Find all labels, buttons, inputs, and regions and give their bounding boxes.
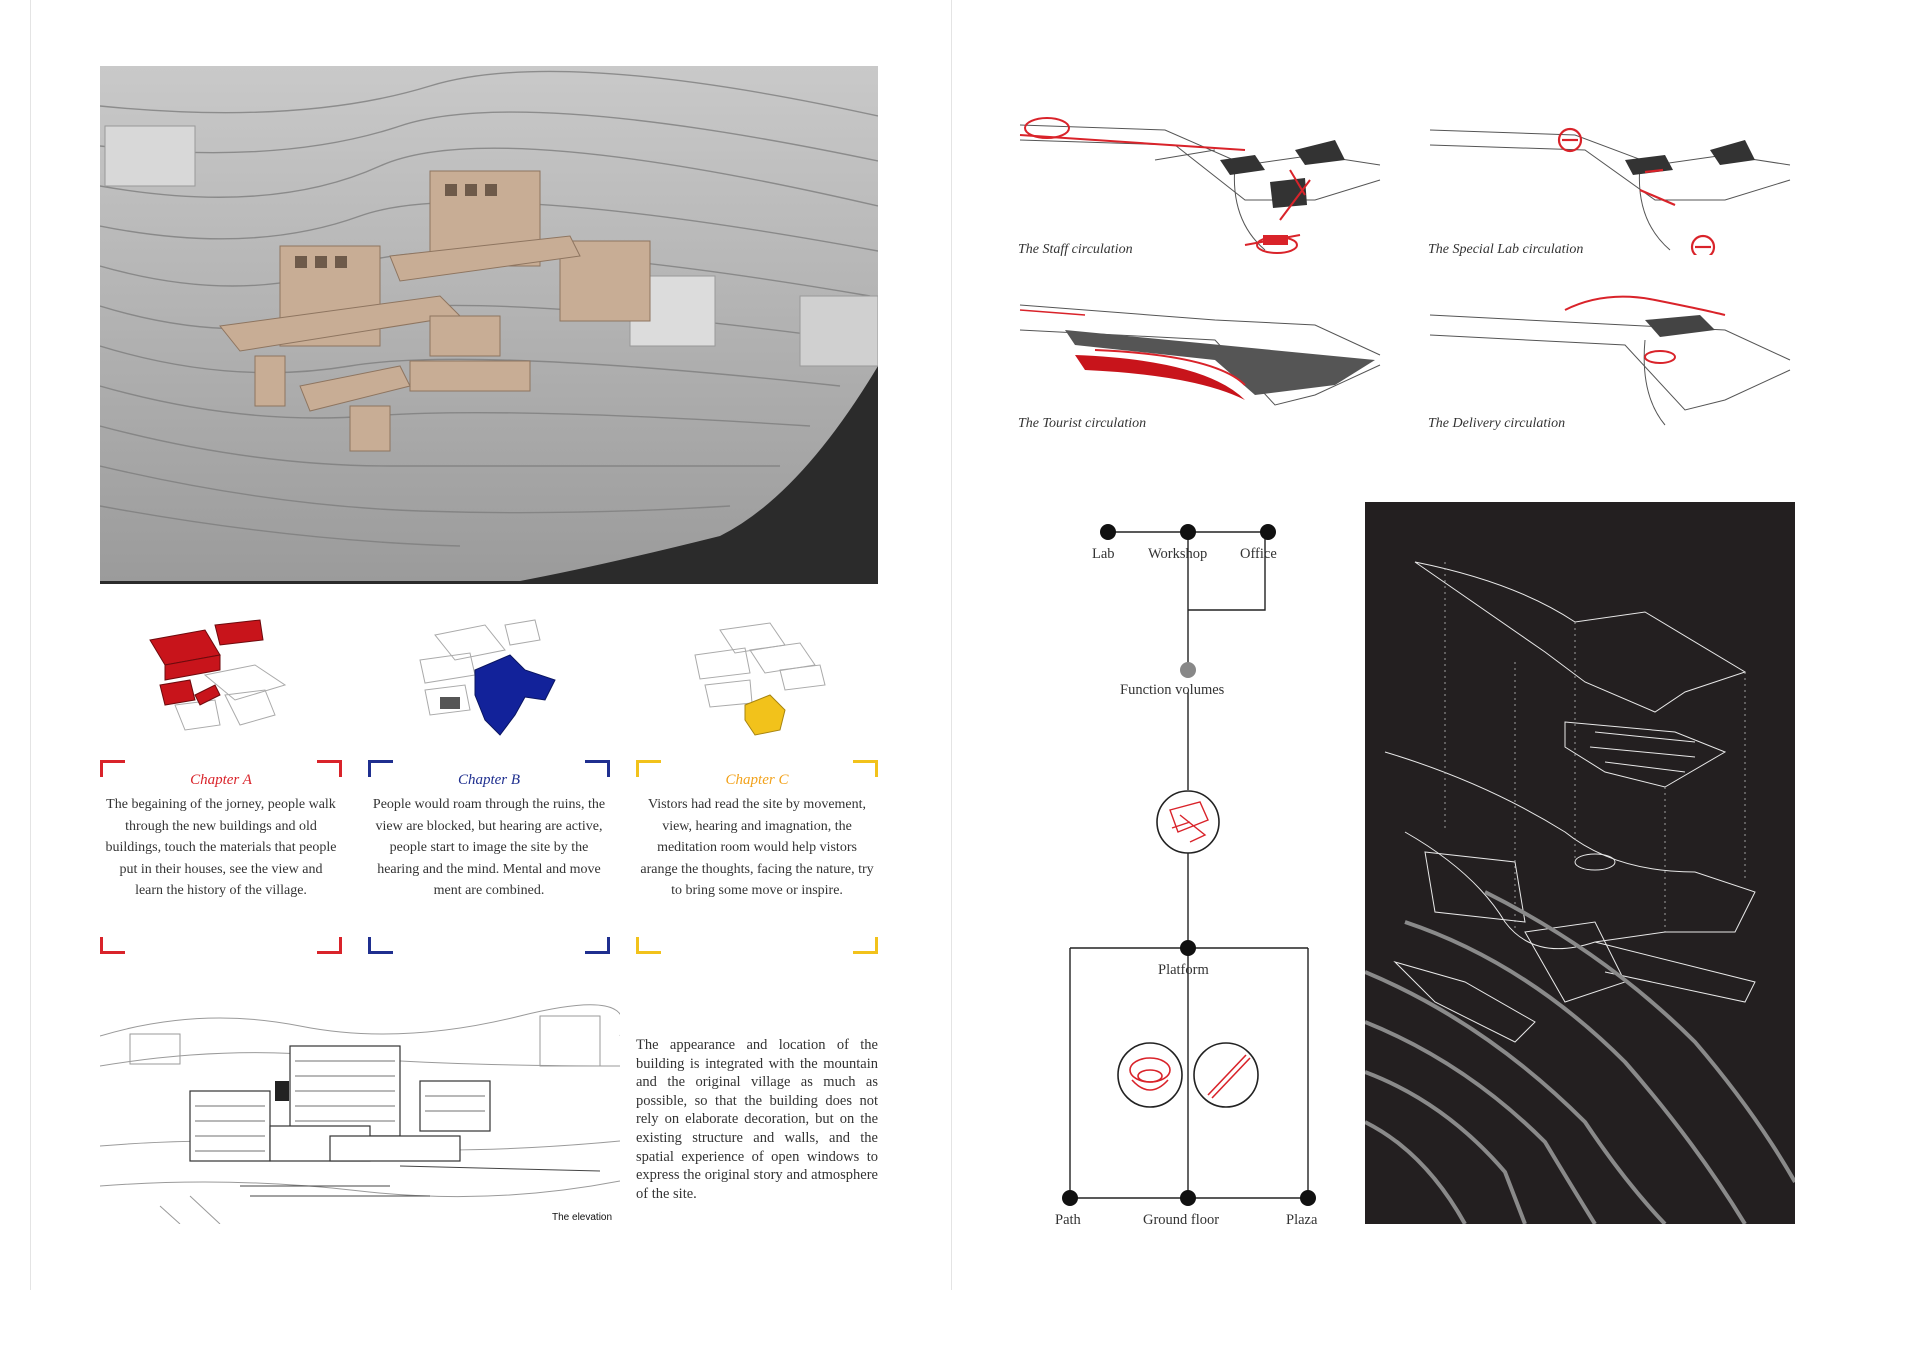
bracket-corner bbox=[368, 937, 393, 954]
bracket-corner bbox=[585, 937, 610, 954]
bracket-corner bbox=[853, 760, 878, 777]
chapter-text: The begaining of the jorney, people walk… bbox=[105, 797, 337, 898]
node-platform: Platform bbox=[1158, 962, 1209, 978]
node-workshop: Workshop bbox=[1148, 546, 1208, 562]
bracket-corner bbox=[368, 760, 393, 777]
special-lab-circulation-diagram bbox=[1425, 110, 1810, 255]
bracket-corner bbox=[853, 937, 878, 954]
elevation-caption: The elevation bbox=[552, 1212, 613, 1223]
node-function-volumes: Function volumes bbox=[1120, 682, 1225, 698]
bracket-corner bbox=[636, 760, 661, 777]
program-tree-diagram: Lab Workshop Office Function volumes Pla… bbox=[1040, 510, 1340, 1230]
tourist-circulation-diagram bbox=[1015, 285, 1400, 430]
chapter-a-diagram bbox=[145, 615, 295, 745]
node-path: Path bbox=[1055, 1212, 1081, 1228]
elevation-description: The appearance and location of the build… bbox=[636, 1037, 878, 1202]
elevation-drawing bbox=[99, 996, 624, 1225]
bracket-corner bbox=[100, 937, 125, 954]
tourist-circulation-label: The Tourist circulation bbox=[1018, 416, 1147, 431]
special-lab-circulation-label: The Special Lab circulation bbox=[1428, 242, 1584, 257]
node-lab: Lab bbox=[1092, 546, 1115, 562]
chapter-text: Vistors had read the site by movement, v… bbox=[640, 797, 874, 898]
exploded-axonometric-drawing bbox=[1365, 502, 1795, 1224]
chapter-c-block: Chapter C Vistors had read the site by m… bbox=[636, 760, 878, 954]
delivery-circulation-diagram bbox=[1425, 285, 1810, 430]
chapter-b-block: Chapter B People would roam through the … bbox=[368, 760, 610, 954]
chapter-a-block: Chapter A The begaining of the jorney, p… bbox=[100, 760, 342, 954]
staff-circulation-diagram bbox=[1015, 110, 1400, 255]
chapter-title: Chapter C bbox=[725, 772, 789, 788]
bracket-corner bbox=[636, 937, 661, 954]
page-fold-line bbox=[951, 0, 952, 1290]
bracket-corner bbox=[317, 937, 342, 954]
chapter-title: Chapter A bbox=[190, 772, 252, 788]
chapter-title: Chapter B bbox=[457, 772, 521, 788]
bracket-corner bbox=[317, 760, 342, 777]
page-margin-line bbox=[30, 0, 31, 1290]
model-render-image bbox=[100, 66, 878, 584]
node-ground-floor: Ground floor bbox=[1143, 1212, 1220, 1228]
node-office: Office bbox=[1240, 546, 1277, 562]
chapter-c-diagram bbox=[690, 615, 840, 745]
chapter-b-diagram bbox=[415, 615, 565, 745]
chapter-text: People would roam through the ruins, the… bbox=[372, 797, 606, 898]
staff-circulation-label: The Staff circulation bbox=[1018, 242, 1133, 257]
bracket-corner bbox=[100, 760, 125, 777]
bracket-corner bbox=[585, 760, 610, 777]
node-plaza: Plaza bbox=[1286, 1212, 1318, 1228]
delivery-circulation-label: The Delivery circulation bbox=[1428, 416, 1566, 431]
